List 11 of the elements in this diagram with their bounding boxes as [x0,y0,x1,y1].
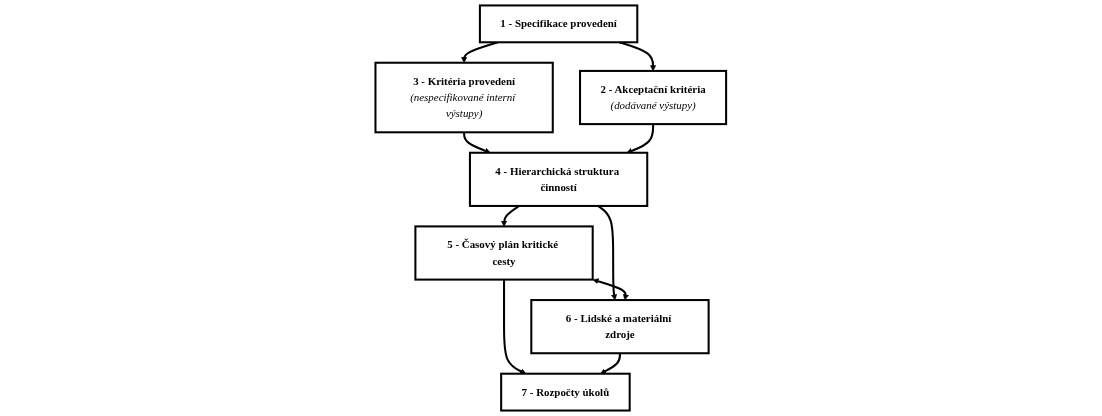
arrow [597,205,618,301]
node-box: 6 - Lidské a materiální zdroje [530,299,710,355]
node-box: 7 - Rozpočty úkolů [500,372,631,412]
arrow [501,205,520,227]
arrow [600,353,622,374]
node-box: 3 - Kritéria provedení (nespecifikované interní výstupy) [374,61,554,134]
node-box: 2 - Akceptační kritéria (dodávané výstupy) [579,69,728,126]
node-box: 5 - Časový plán kritické cesty [414,225,594,281]
node-box: 1 - Specifikace provedení [479,4,639,44]
arrow [592,278,630,301]
node-box: 4 - Hierarchická struktura činností [469,151,649,207]
